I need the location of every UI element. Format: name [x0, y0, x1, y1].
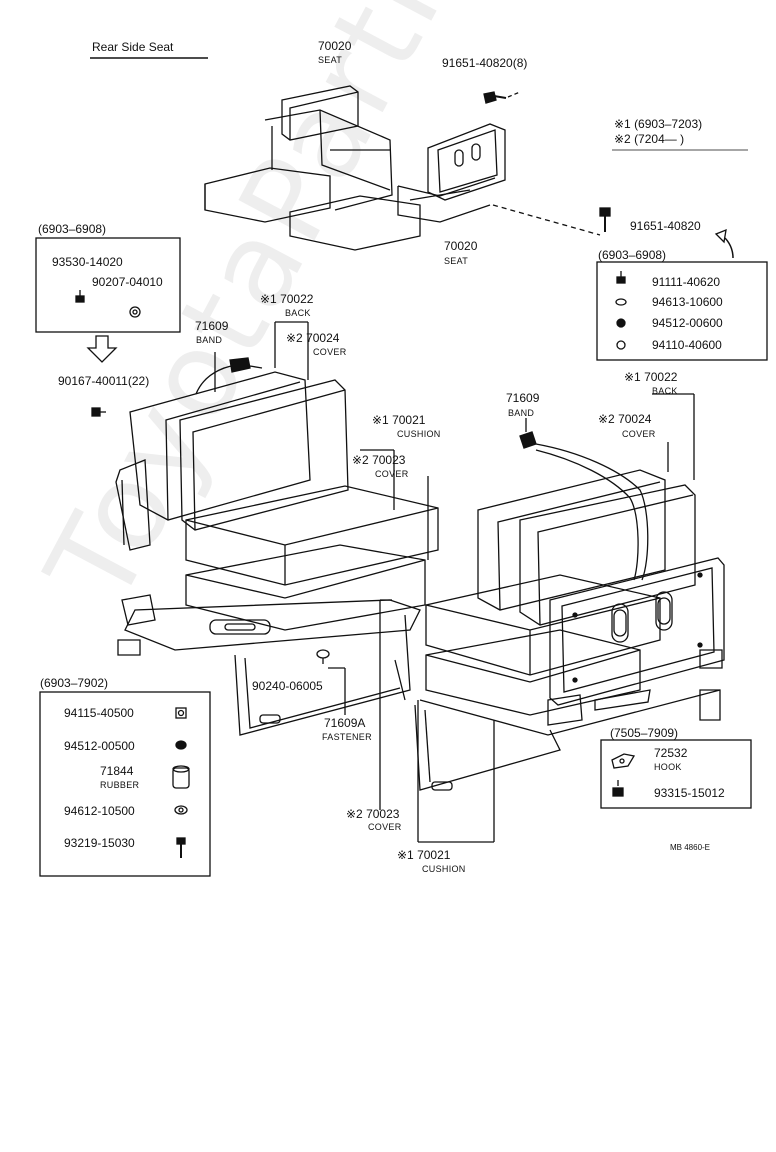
box-right-top-range: (6903–6908)	[598, 248, 667, 262]
right-band-sub: BAND	[508, 408, 535, 418]
left-back-part: ※1 70022	[260, 292, 314, 306]
box-right-top-p4: 94110-40600	[652, 338, 722, 352]
left-seat-drawing	[115, 357, 439, 736]
figure-code: MB 4860-E	[670, 843, 711, 852]
bolt-left-label: 90167-40011(22)	[58, 374, 150, 388]
right-cover-cushion-part: ※2 70023	[346, 807, 400, 821]
left-cover-cushion-sub: COVER	[375, 469, 409, 479]
box-bottom-left-p3-sub: RUBBER	[100, 780, 140, 790]
box-left-top-p2: 90207-04010	[92, 275, 163, 289]
left-fastener-part: 71609A	[324, 716, 366, 730]
left-band-part: 71609	[195, 319, 229, 333]
top-seat-drawing	[204, 85, 601, 251]
top-bolt-label: 91651-40820(8)	[442, 56, 528, 70]
box-bottom-right-p1: 72532	[654, 746, 688, 760]
right-cushion-sub: CUSHION	[422, 864, 466, 874]
box-right-top-p3: 94512-00600	[652, 316, 723, 330]
right-band-part: 71609	[506, 391, 540, 405]
box-bottom-right-range: (7505–7909)	[610, 726, 679, 740]
left-cushion-part: ※1 70021	[372, 413, 426, 427]
box-bottom-right-frame	[600, 739, 752, 809]
box-bottom-right-p2: 93315-15012	[654, 786, 725, 800]
box-bottom-left-p3: 71844	[100, 764, 134, 778]
box-right-top-frame	[596, 261, 768, 361]
left-back-sub: BACK	[285, 308, 311, 318]
page-title: Rear Side Seat	[92, 40, 174, 54]
box-bottom-left-p1: 94115-40500	[64, 706, 134, 720]
box-bottom-left-p4: 94612-10500	[64, 804, 135, 818]
box-bottom-left-p2: 94512-00500	[64, 739, 135, 753]
right-cover-back-part: ※2 70024	[598, 412, 652, 426]
right-cover-back-sub: COVER	[622, 429, 656, 439]
top-seat-sub: SEAT	[318, 55, 343, 65]
left-cover-cushion-part: ※2 70023	[352, 453, 406, 467]
bolt-right-label: 91651-40820	[630, 219, 701, 233]
right-seat-drawing	[414, 431, 725, 791]
legend-line-1: ※1 (6903–7203)	[614, 117, 703, 131]
box-left-top-frame	[35, 237, 181, 333]
box-bottom-left-range: (6903–7902)	[40, 676, 109, 690]
left-cover-back-part: ※2 70024	[286, 331, 340, 345]
box-right-top-p1: 91111-40620	[652, 275, 721, 289]
box-left-top-p1: 93530-14020	[52, 255, 123, 269]
box-left-top-range: (6903–6908)	[38, 222, 107, 236]
bottom-seat-sub: SEAT	[444, 256, 469, 266]
left-clip-label: 90240-06005	[252, 679, 323, 693]
left-band-sub: BAND	[196, 335, 223, 345]
left-cushion-sub: CUSHION	[397, 429, 441, 439]
right-cushion-part: ※1 70021	[397, 848, 451, 862]
bolt-91651-40820-drawing	[599, 207, 611, 232]
left-fastener-sub: FASTENER	[322, 732, 372, 742]
top-seat-part: 70020	[318, 39, 352, 53]
box-bottom-left-frame	[39, 691, 211, 877]
box-bottom-right-p1-sub: HOOK	[654, 762, 682, 772]
left-cover-back-sub: COVER	[313, 347, 347, 357]
right-cover-cushion-sub: COVER	[368, 822, 402, 832]
right-back-sub: BACK	[652, 386, 678, 396]
box-bottom-left-p5: 93219-15030	[64, 836, 135, 850]
box-right-top-p2: 94613-10600	[652, 295, 723, 309]
right-back-part: ※1 70022	[624, 370, 678, 384]
legend-line-2: ※2 (7204— )	[614, 132, 685, 146]
bottom-seat-part: 70020	[444, 239, 478, 253]
